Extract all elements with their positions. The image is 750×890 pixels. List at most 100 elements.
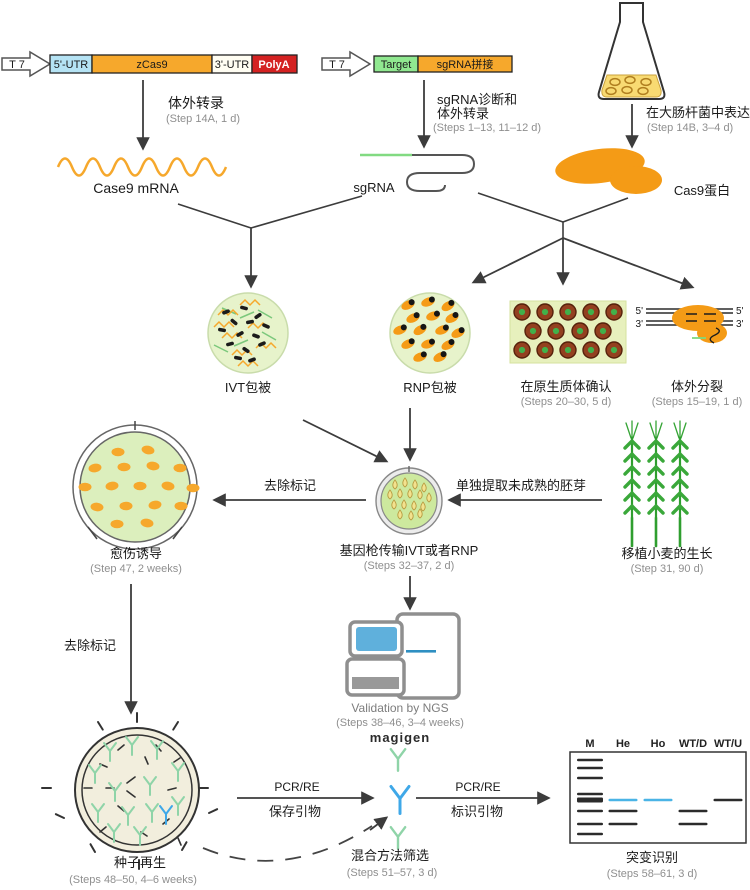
ngs-brand: magigen <box>370 730 430 745</box>
cleavage-label: 体外分裂 <box>671 379 723 394</box>
five-prime-right: 5' <box>736 306 744 317</box>
mrna-wave <box>56 157 228 177</box>
pooled-seedlings <box>389 748 411 850</box>
callus-label: 愈伤诱导 <box>110 546 162 561</box>
gel-panel: M He Ho WT/D WT/U <box>569 738 747 844</box>
regeneration-label: 种子再生 <box>114 855 166 870</box>
mixing-junctions <box>177 192 695 290</box>
ivt-green-strands <box>213 307 277 353</box>
ngs-step: (Steps 38–46, 3–4 weeks) <box>336 717 464 729</box>
extract-embryo-label: 单独提取未成熟的胚芽 <box>456 478 586 493</box>
gel-band-He <box>608 809 638 813</box>
gel-band-M <box>577 758 603 762</box>
gel-band-M <box>577 822 603 826</box>
cleavage-step: (Steps 15–19, 1 d) <box>652 396 743 408</box>
sgrna-design-label2: 体外转录 <box>437 106 489 121</box>
mutation-id-label: 突变识别 <box>626 850 678 865</box>
blue-seedling <box>389 785 411 815</box>
sgrna-label: sgRNA <box>353 180 395 195</box>
protoplast-step: (Steps 20–30, 5 d) <box>521 396 612 408</box>
target-label: Target <box>381 59 412 71</box>
five-prime-left: 5' <box>636 306 644 317</box>
biolistic-step: (Steps 32–37, 2 d) <box>364 560 455 572</box>
ngs-label: Validation by NGS <box>351 701 448 715</box>
erlenmeyer-flask <box>597 2 666 100</box>
gel-band-WT/U <box>713 798 743 802</box>
remove-marker-down-label: 去除标记 <box>64 638 116 653</box>
gel-band-M <box>577 776 603 780</box>
gel-band-M <box>577 832 603 836</box>
dashed-curve-arrowhead <box>369 816 389 831</box>
polya-box <box>251 54 298 74</box>
ivt-to-dish-arrow <box>302 419 389 463</box>
rnp-coating-label: RNP包被 <box>403 380 456 395</box>
t7-promoter-arrow2 <box>321 50 372 78</box>
scaffold-label: sgRNA拼接 <box>437 57 494 71</box>
pooled-label: 混合方法筛选 <box>351 848 429 863</box>
wheat-growth-step: (Step 31, 90 d) <box>631 563 704 575</box>
three-prime-left: 3' <box>636 319 644 330</box>
zcas9-label: zCas9 <box>136 59 167 71</box>
biolistic-label: 基因枪传输IVT或者RNP <box>340 543 479 558</box>
ngs-screen <box>356 627 397 651</box>
gel-band-M <box>577 766 603 770</box>
wheat-growth-label: 移植小麦的生长 <box>621 546 712 561</box>
cas9-protein-label: Cas9蛋白 <box>674 183 730 198</box>
pcr-keep-label: PCR/RE <box>274 780 319 794</box>
t7-label2: T 7 <box>329 59 345 71</box>
mutation-id-step: (Steps 58–61, 3 d) <box>607 868 698 880</box>
utr5-label: 5'-UTR <box>54 59 89 71</box>
callus-dish <box>72 421 200 550</box>
gel-bands <box>577 758 743 836</box>
sgrna-design-step: (Steps 1–13, 11–12 d) <box>433 122 541 134</box>
rnp-coating-circle <box>389 292 471 374</box>
gel-lane-Ho: Ho <box>651 738 666 750</box>
cas9-mrna-label: Case9 mRNA <box>93 180 179 196</box>
sgrna-design-label1: sgRNA诊断和 <box>437 92 517 107</box>
ivt-coating-label: IVT包被 <box>225 380 271 395</box>
gel-lane-M: M <box>585 738 594 750</box>
gel-band-M <box>577 797 603 803</box>
ngs-tray <box>352 677 399 689</box>
ecoli-expression-step: (Step 14B, 3–4 d) <box>647 122 733 134</box>
gel-band-M <box>577 792 603 796</box>
gel-band-M <box>577 809 603 813</box>
utr3-label: 3'-UTR <box>215 59 250 71</box>
sgrna-construct: T 7 Target sgRNA拼接 <box>321 50 513 78</box>
flask-cells <box>605 75 652 96</box>
protoplast-label: 在原生质体确认 <box>520 379 611 394</box>
gel-lane-He: He <box>616 738 630 750</box>
ngs-flowcell-line <box>406 650 436 653</box>
biolistic-dish <box>375 466 443 535</box>
scaffold-box <box>417 55 513 73</box>
gel-lane-WTD: WT/D <box>679 738 707 750</box>
regeneration-step: (Steps 48–50, 4–6 weeks) <box>69 874 197 886</box>
pooled-step: (Steps 51–57, 3 d) <box>347 867 438 879</box>
protoplast-panel <box>509 300 627 364</box>
invitro-cleavage-graphic: 5' 3' 5' 3' <box>636 305 744 344</box>
gel-band-Ho <box>643 798 673 802</box>
ivt-transcription-label: 体外转录 <box>168 95 224 111</box>
regeneration-dish <box>41 712 219 870</box>
wheat-plants <box>623 419 689 548</box>
cas9-protein-blob <box>555 148 662 194</box>
t7-label: T 7 <box>9 59 25 71</box>
gel-band-He <box>608 798 638 802</box>
cas9-construct: T 7 5'-UTR zCas9 3'-UTR PolyA <box>1 50 298 78</box>
gel-band-WT/D <box>678 809 708 813</box>
three-prime-right: 3' <box>736 319 744 330</box>
polya-label: PolyA <box>258 59 289 71</box>
ivt-coating-circle <box>207 292 289 374</box>
ngs-machine <box>345 612 461 700</box>
callus-step: (Step 47, 2 weeks) <box>90 563 182 575</box>
ivt-transcription-step: (Step 14A, 1 d) <box>166 113 240 125</box>
ecoli-expression-label: 在大肠杆菌中表达 <box>646 105 750 120</box>
pcr-mark-label: PCR/RE <box>455 780 500 794</box>
gel-band-WT/D <box>678 822 708 826</box>
pcr-mark-sub: 标识引物 <box>451 804 503 819</box>
gel-band-He <box>608 822 638 826</box>
t7-promoter-arrow <box>1 50 52 78</box>
remove-marker-left-label: 去除标记 <box>264 478 316 493</box>
